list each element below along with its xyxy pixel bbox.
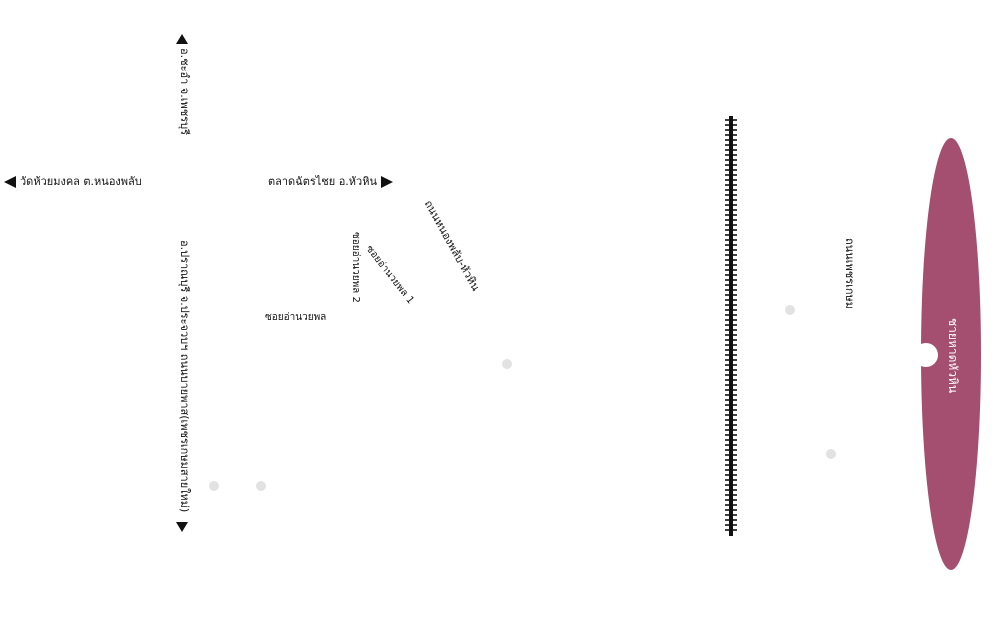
marker-dot — [256, 481, 266, 491]
triangle-down-icon — [176, 522, 188, 532]
marker-dot — [826, 449, 836, 459]
label-soi-amnuaiphon: ซอยอ่านวยพล — [265, 312, 327, 323]
label-chatchai-market: ตลาดฉัตรไชย อ.หัวหิน — [268, 175, 377, 188]
marker-dot — [502, 359, 512, 369]
triangle-up-icon — [176, 34, 188, 44]
beach-notch — [914, 343, 938, 367]
triangle-left-icon — [4, 176, 16, 188]
marker-dot — [209, 481, 219, 491]
triangle-right-icon — [381, 176, 393, 188]
label-wat-huai-mongkhon: วัดห้วยมงคล ต.หนองพลับ — [20, 175, 142, 188]
label-huahin-beach: ชายหาดหัวหิน — [946, 318, 960, 394]
marker-dot — [785, 305, 795, 315]
